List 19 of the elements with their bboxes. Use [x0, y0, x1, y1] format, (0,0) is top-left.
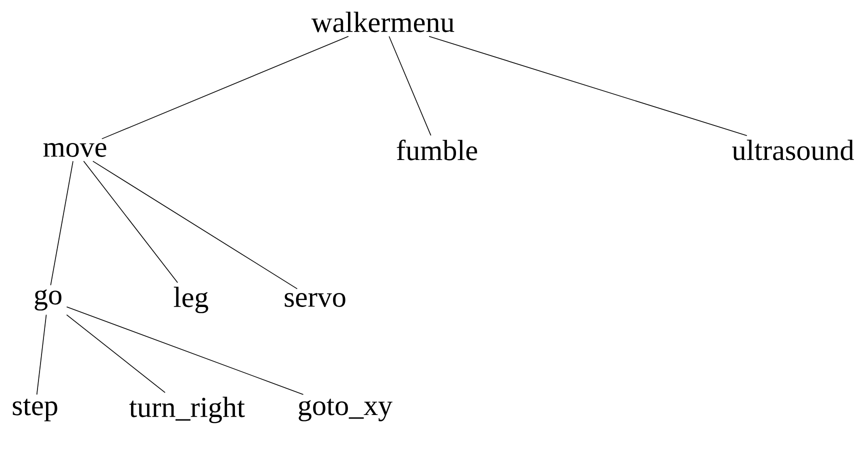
tree-label: ultrasound	[732, 140, 854, 160]
tree-line	[36, 314, 47, 395]
tree-label: step	[12, 398, 58, 422]
tree-line	[428, 36, 748, 136]
tree-line	[50, 160, 74, 286]
tree-label: move	[43, 143, 106, 157]
tree-label: leg	[174, 286, 208, 314]
tree-label: turn_right	[129, 396, 245, 424]
tree-label: fumble	[396, 140, 478, 160]
tree-line	[102, 36, 349, 140]
tree-label: walkermenu	[311, 12, 454, 32]
tree-line	[66, 314, 166, 393]
tree-line	[83, 160, 178, 283]
tree-label: servo	[284, 293, 346, 307]
tree-line	[66, 306, 304, 395]
tree-label: go	[34, 289, 62, 311]
tree-line	[388, 36, 432, 136]
tree-label: goto_xy	[298, 398, 392, 422]
tree-line	[92, 160, 298, 290]
